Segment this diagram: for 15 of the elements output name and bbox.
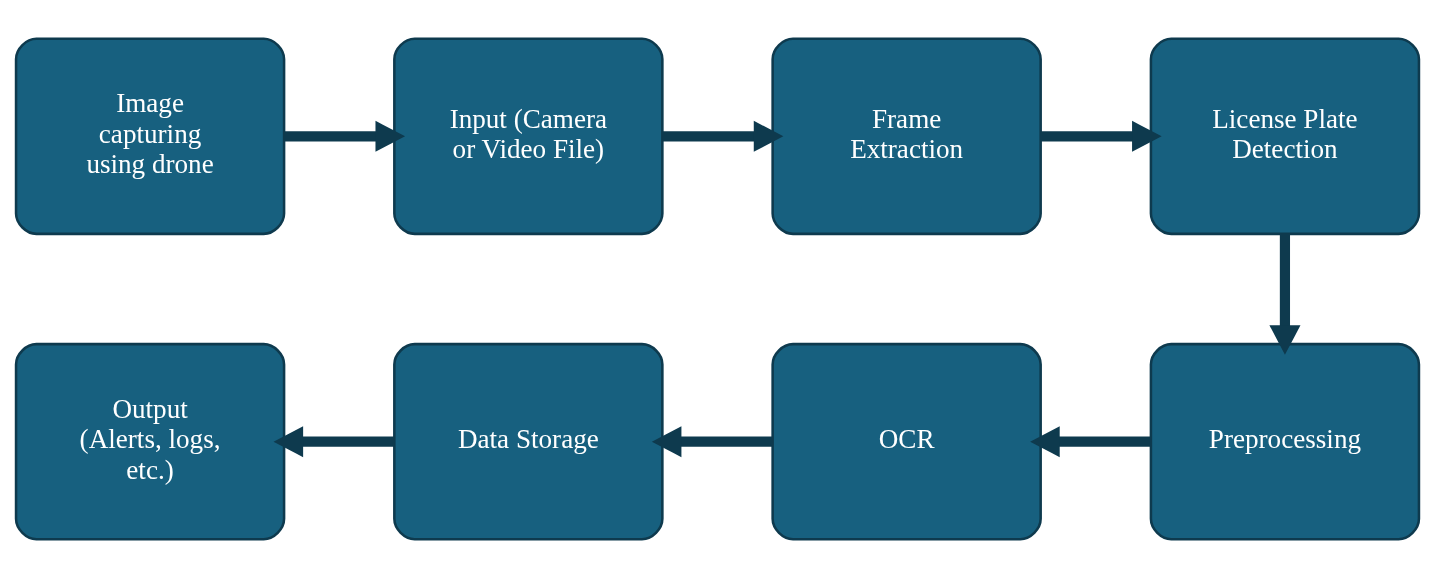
arrow (273, 425, 395, 457)
node-box: Input (Camera or Video File) (393, 37, 664, 235)
node-box: Frame Extraction (771, 37, 1042, 235)
node-box: License Plate Detection (1149, 37, 1421, 235)
node-box: OCR (771, 342, 1042, 540)
node-box: Data Storage (393, 342, 664, 540)
node-box: Preprocessing (1149, 342, 1421, 540)
arrow (1269, 233, 1301, 355)
arrow (1030, 425, 1151, 457)
arrow (1041, 120, 1162, 152)
node-box: Image capturing using drone (14, 37, 286, 235)
arrow (284, 120, 406, 152)
node-box: Output (Alerts, logs, etc.) (14, 342, 286, 540)
arrow (651, 425, 773, 457)
arrow (662, 120, 784, 152)
